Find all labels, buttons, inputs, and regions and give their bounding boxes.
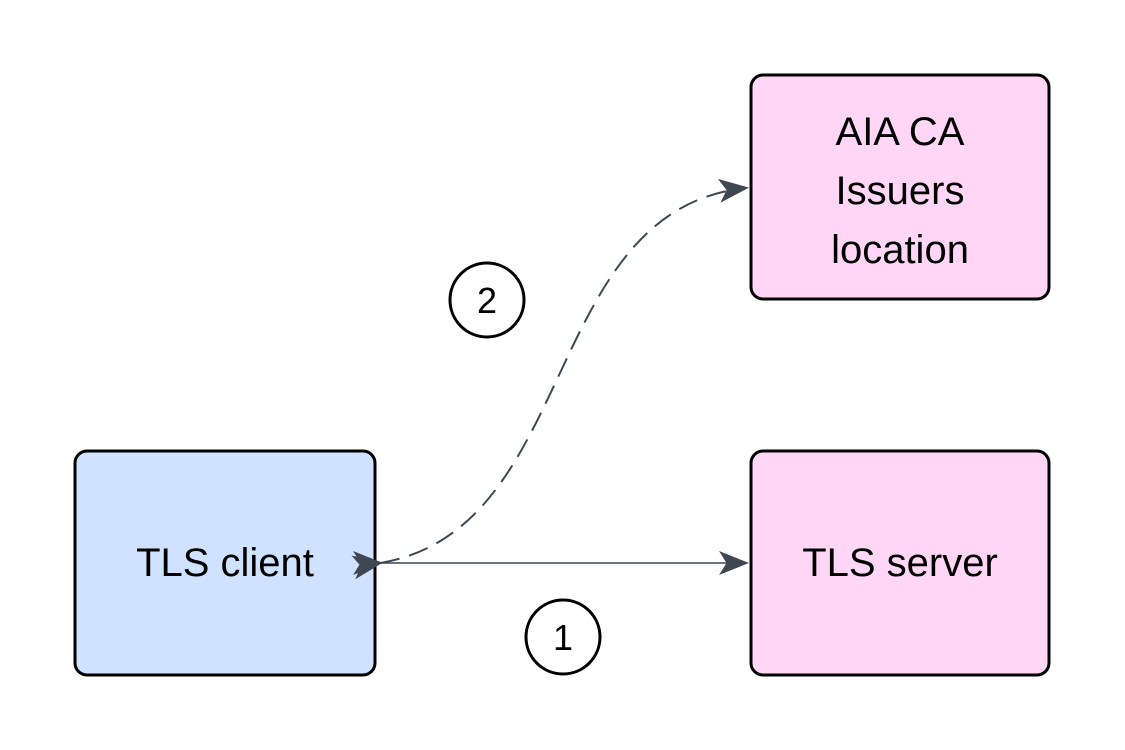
aia-ca-issuers-line-2: Issuers (836, 169, 965, 213)
tls-server-label: TLS server (802, 541, 998, 585)
tls-server-node: TLS server (749, 449, 1051, 677)
aia-ca-issuers-line-3: location (831, 228, 969, 272)
edge-client-aia-arrow (351, 178, 749, 580)
step-1-circle (524, 598, 602, 676)
step-1-label: 1 (553, 617, 573, 658)
aia-ca-issuers-box (749, 73, 1051, 301)
tls-client-node: TLS client (73, 449, 377, 677)
aia-ca-issuers-node: AIA CA Issuers location (749, 73, 1051, 301)
step-2-badge: 2 (448, 261, 526, 339)
tls-server-box (749, 449, 1051, 677)
step-2-label: 2 (477, 280, 497, 321)
step-1-badge: 1 (524, 598, 602, 676)
tls-client-label: TLS client (136, 541, 314, 585)
aia-ca-issuers-line-1: AIA CA (836, 110, 965, 154)
step-2-circle (448, 261, 526, 339)
